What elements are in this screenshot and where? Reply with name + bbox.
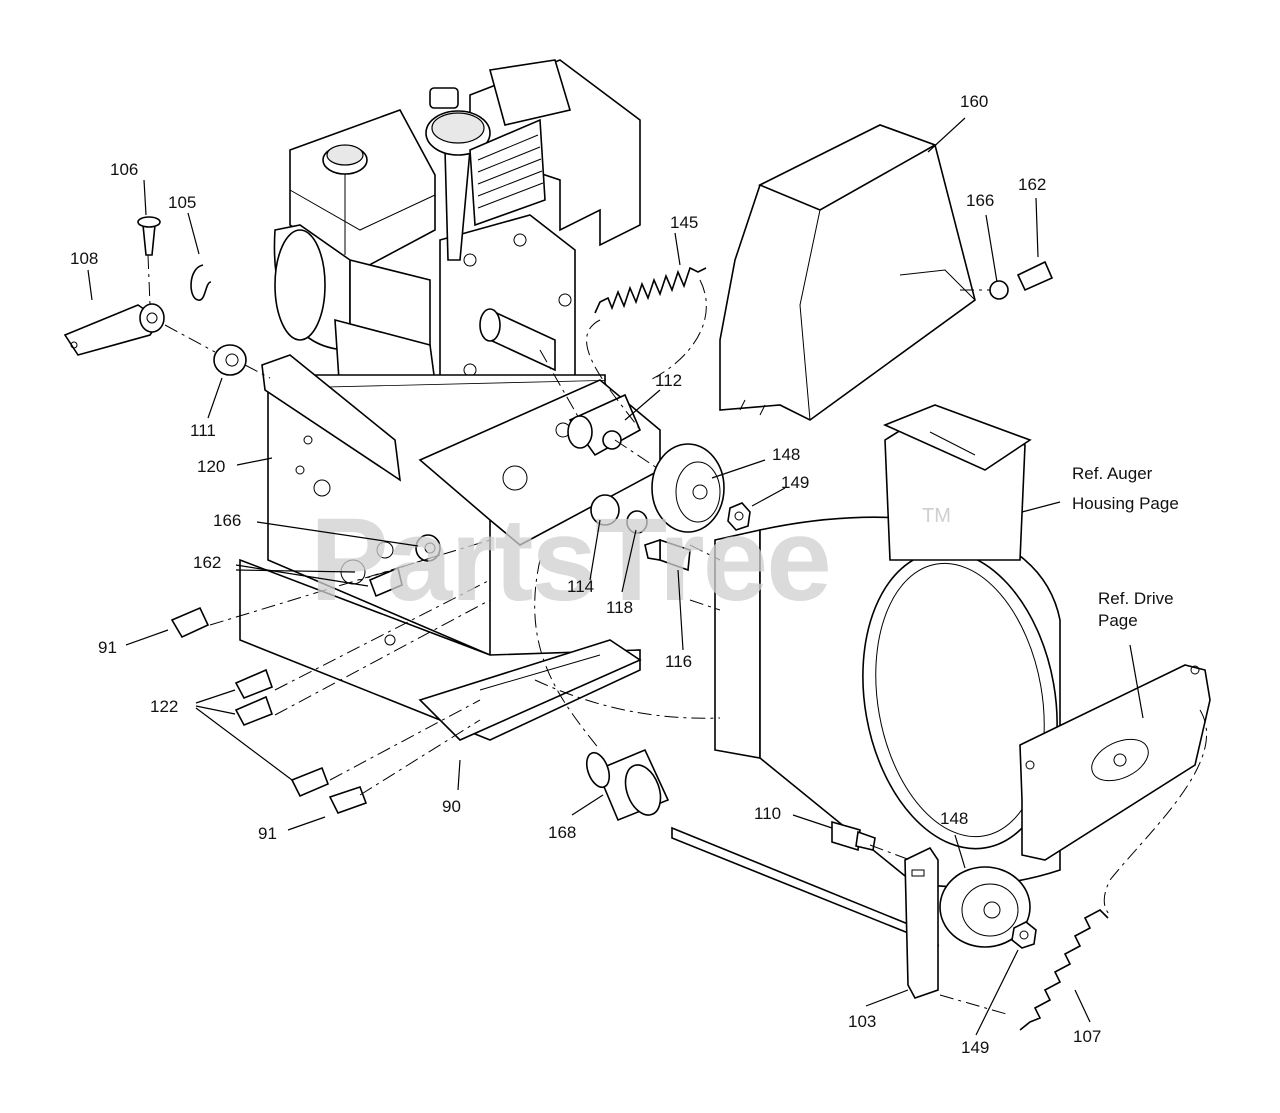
bolt-162-right [1016,260,1054,292]
washer-118 [626,510,648,534]
callout-107: 107 [1073,1027,1101,1046]
hairpin-105 [190,264,212,301]
bolt-162-left [368,566,403,598]
washer-166-left [415,534,441,562]
nut-149-lower [1011,921,1037,949]
callout-162-right: 162 [1018,175,1046,194]
callout-105: 105 [168,193,196,212]
watermark-text: PartsTree [310,494,830,626]
frame-120 [239,354,661,741]
assembly-lines [147,254,1207,1016]
callout-168: 168 [548,823,576,842]
auger-housing-chute [714,404,1061,888]
callout-118: 118 [606,598,633,617]
clevis-pin-106 [137,216,161,256]
roller-168 [585,748,670,822]
callout-91-upper: 91 [98,638,117,657]
bolts-122 [234,668,330,798]
chute-160 [719,124,976,421]
drive-plate [1019,664,1211,861]
callout-116: 116 [665,652,692,671]
callout-148-lower: 148 [940,809,968,828]
bolt-91-lower [328,785,368,814]
reference-notes: Ref. Auger Housing Page Ref. Drive Page [1072,464,1179,630]
pulley-148-lower [939,866,1031,948]
spring-145 [594,266,707,314]
idler-bracket-103 [904,846,939,999]
ref-auger-housing-line-1: Ref. Auger [1072,464,1153,483]
washer-166-right [989,280,1009,300]
bolt-91-upper [170,606,210,639]
spacer-112 [567,393,642,457]
ref-drive-line-1: Ref. Drive [1098,589,1174,608]
bolt-116 [644,538,691,572]
callout-149-upper: 149 [781,473,809,492]
callout-162-left: 162 [193,553,221,572]
callout-160: 160 [960,92,988,111]
callout-166-left: 166 [213,511,241,530]
washer-111 [213,344,247,376]
callout-145: 145 [670,213,698,232]
callout-112: 112 [655,371,682,390]
callout-103: 103 [848,1012,876,1031]
callout-111: 111 [190,421,216,440]
callout-148-upper: 148 [772,445,800,464]
callout-110: 110 [754,804,781,823]
lever-108 [63,303,165,356]
callout-120: 120 [197,457,225,476]
nut-149-upper [727,502,751,531]
spring-107 [1019,909,1109,1031]
watermark: PartsTree TM [310,494,951,626]
ref-auger-housing-line-2: Housing Page [1072,494,1179,513]
callout-166-right: 166 [966,191,994,210]
callout-122: 122 [150,697,178,716]
callout-108: 108 [70,249,98,268]
callout-149-lower: 149 [961,1038,989,1057]
spacer-114 [590,494,620,526]
callout-90: 90 [442,797,461,816]
callout-114: 114 [567,577,594,596]
leader-lines [87,117,1144,1036]
callout-labels: 106 105 108 111 120 166 162 91 122 91 90… [70,92,1101,1057]
callout-91-lower: 91 [258,824,277,843]
callout-106: 106 [110,160,138,179]
pulley-148-upper [651,443,725,533]
watermark-trademark: TM [922,505,951,527]
ref-drive-line-2: Page [1098,611,1138,630]
